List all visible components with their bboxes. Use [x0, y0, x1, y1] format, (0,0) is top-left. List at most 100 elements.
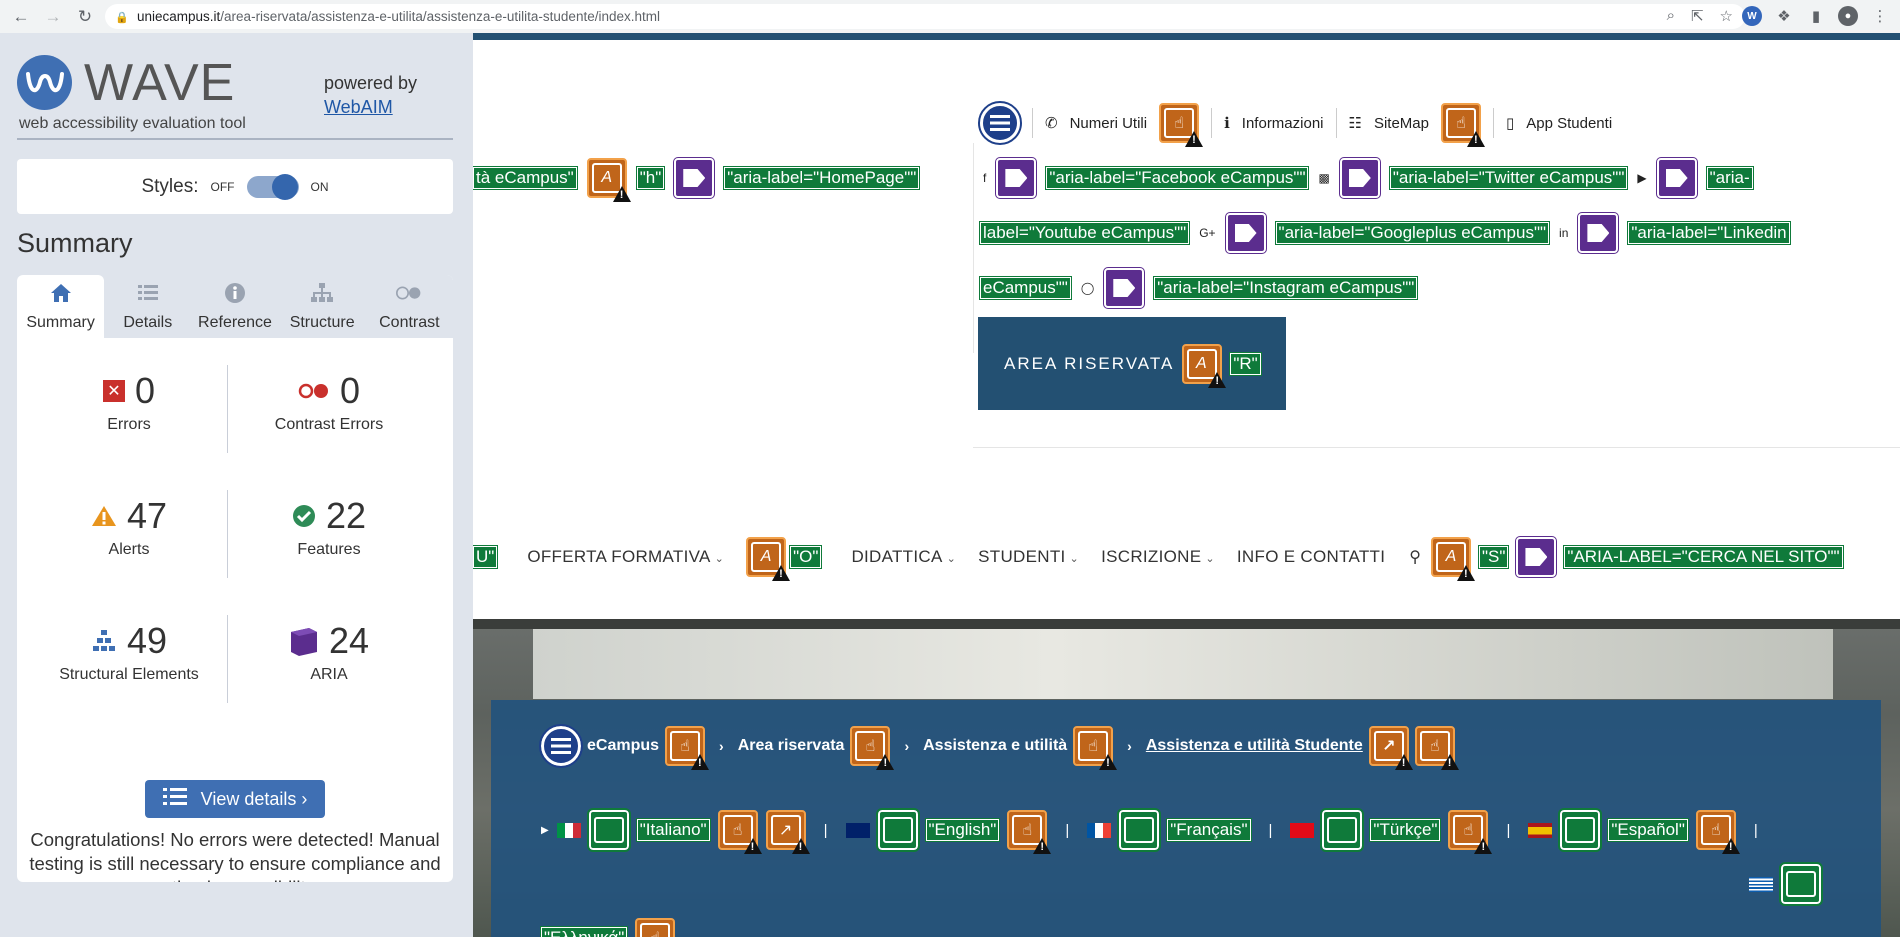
summary-panel: Summary Details Reference Structure Cont… — [17, 275, 453, 882]
area-riservata-button[interactable]: AREA RISERVATA A "R" — [978, 317, 1286, 410]
wave-feature-image-icon[interactable] — [1117, 808, 1162, 852]
webaim-link[interactable]: WebAIM — [324, 97, 393, 117]
share-icon[interactable]: ⇱ — [1690, 8, 1704, 25]
youtube-icon[interactable]: ▶ — [1637, 171, 1647, 185]
menu-offerta-formativa[interactable]: OFFERTA FORMATIVA⌄ — [527, 547, 724, 567]
link-numeri-utili[interactable]: Numeri Utili — [1069, 114, 1148, 132]
instagram-icon[interactable]: ◯ — [1080, 281, 1095, 295]
wave-feature-link-icon[interactable] — [586, 808, 631, 852]
stat-contrast-errors[interactable]: 0 Contrast Errors — [229, 370, 429, 434]
phone-icon: ✆ — [1045, 115, 1058, 132]
wave-alert-icon[interactable]: A — [1431, 537, 1475, 581]
wave-alert-icon[interactable]: ☝ — [717, 810, 762, 854]
address-bar[interactable]: 🔒 uniecampus.it/area-riservata/assistenz… — [105, 4, 1745, 29]
styles-toggle[interactable] — [246, 173, 299, 200]
youtube-aria-label: "aria- — [1705, 166, 1754, 190]
tab-summary[interactable]: Summary — [17, 275, 105, 338]
wave-alert-icon[interactable]: A — [586, 158, 631, 202]
menu-studenti[interactable]: STUDENTI⌄ — [978, 547, 1079, 567]
breadcrumb-area-riservata[interactable]: Area riservata — [737, 737, 845, 754]
aria-tag-icon[interactable] — [1103, 267, 1146, 309]
wave-alert-icon[interactable]: ☝ — [1440, 103, 1485, 147]
wave-alert-icon[interactable]: ☝ — [635, 918, 676, 937]
breadcrumb-ecampus[interactable]: eCampus — [587, 737, 660, 754]
lock-icon[interactable]: 🔒 — [115, 11, 129, 24]
stat-alerts[interactable]: 47 Alerts — [29, 495, 229, 559]
lang-espanol[interactable]: "Español" — [1607, 818, 1689, 842]
link-informazioni[interactable]: Informazioni — [1241, 114, 1324, 132]
bookmark-star-icon[interactable]: ☆ — [1719, 8, 1733, 25]
stat-features[interactable]: 22 Features — [229, 495, 429, 559]
flag-greece-icon — [1749, 876, 1773, 892]
wave-alert-icon[interactable]: ☝ — [665, 726, 710, 770]
aria-tag-icon[interactable] — [1224, 212, 1267, 254]
lang-francais[interactable]: "Français" — [1166, 818, 1252, 842]
aria-tag-icon[interactable] — [1515, 536, 1558, 578]
search-icon[interactable]: ⚲ — [1409, 549, 1421, 566]
tab-reference[interactable]: Reference — [191, 275, 278, 338]
wave-alert-icon[interactable]: ☝ — [1414, 726, 1459, 770]
flag-italy-icon — [556, 822, 581, 838]
divider — [1032, 108, 1033, 138]
wave-alert-icon[interactable]: A — [746, 537, 791, 581]
wave-alert-icon[interactable]: ↗ — [1368, 726, 1413, 770]
tab-structure[interactable]: Structure — [279, 275, 366, 338]
menu-info-contatti[interactable]: INFO E CONTATTI — [1236, 547, 1386, 566]
wave-feature-link-icon[interactable] — [875, 808, 920, 852]
wave-title: WAVE — [84, 54, 236, 112]
wave-alert-icon[interactable]: ☝ — [850, 726, 895, 770]
aria-tag-icon[interactable] — [1338, 157, 1381, 199]
wave-alert-icon[interactable]: A — [1182, 343, 1227, 388]
menu-iscrizione[interactable]: ISCRIZIONE⌄ — [1101, 547, 1215, 567]
aria-tag-icon[interactable] — [1655, 157, 1698, 199]
browser-nav: ← → ↻ — [0, 6, 96, 28]
lang-turkce[interactable]: "Türkçe" — [1369, 818, 1442, 842]
logo-alt-text[interactable]: tà eCampus" — [473, 166, 578, 190]
wave-extension-icon[interactable]: W — [1742, 6, 1762, 26]
wave-feature-link-icon[interactable] — [1558, 808, 1603, 852]
area-riservata-label: AREA RISERVATA — [1004, 353, 1175, 373]
facebook-icon[interactable]: f — [983, 171, 987, 185]
wave-alert-icon[interactable]: ☝ — [1007, 810, 1052, 854]
wave-alert-icon[interactable]: ☝ — [1695, 810, 1740, 854]
wave-alert-icon[interactable]: ↗ — [765, 810, 810, 854]
breadcrumb-assistenza[interactable]: Assistenza e utilità — [923, 737, 1068, 754]
wave-list-icon[interactable] — [978, 101, 1022, 145]
wave-feature-link-icon[interactable] — [1320, 808, 1365, 852]
h-label: "h" — [635, 166, 666, 190]
aria-tag-icon[interactable] — [1577, 212, 1620, 254]
stat-structural[interactable]: 49 Structural Elements — [29, 620, 229, 684]
puzzle-icon[interactable]: ❖ — [1777, 8, 1791, 25]
menu-label: OFFERTA FORMATIVA — [527, 547, 711, 566]
aria-tag-icon[interactable] — [995, 157, 1038, 199]
menu-didattica[interactable]: DIDATTICA⌄ — [851, 547, 956, 567]
tab-contrast[interactable]: Contrast — [366, 275, 453, 338]
kebab-menu-icon[interactable]: ⋮ — [1872, 8, 1888, 25]
stat-aria[interactable]: 24 ARIA — [229, 620, 429, 684]
twitter-icon[interactable]: ▩ — [1318, 171, 1330, 185]
stat-errors[interactable]: ✕0 Errors — [29, 370, 229, 434]
aria-tag-icon[interactable] — [673, 157, 716, 199]
lang-ellinika[interactable]: "Ελληνικά" — [539, 926, 629, 937]
googleplus-icon[interactable]: G+ — [1199, 226, 1216, 240]
wave-feature-link-icon[interactable] — [1779, 862, 1823, 906]
wave-alert-icon[interactable]: ☝ — [1448, 810, 1493, 854]
lang-english[interactable]: "English" — [924, 818, 1001, 842]
view-details-button[interactable]: View details › — [145, 780, 325, 818]
link-sitemap[interactable]: SiteMap — [1373, 114, 1429, 132]
wave-alert-icon[interactable]: ☝ — [1073, 726, 1118, 770]
link-app-studenti[interactable]: App Studenti — [1526, 114, 1613, 132]
back-icon[interactable]: ← — [12, 6, 30, 26]
zoom-icon[interactable]: ⌕ — [1666, 7, 1675, 24]
profile-avatar-icon[interactable]: ● — [1838, 6, 1858, 26]
wave-list-icon[interactable] — [539, 724, 583, 768]
breadcrumb-current[interactable]: Assistenza e utilità Studente — [1145, 737, 1363, 754]
tab-details[interactable]: Details — [104, 275, 191, 338]
wave-alert-icon[interactable]: ☝ — [1159, 103, 1204, 147]
sidepanel-icon[interactable]: ▮ — [1811, 8, 1821, 25]
forward-icon[interactable]: → — [44, 6, 62, 26]
reload-icon[interactable]: ↻ — [77, 6, 93, 26]
wave-subtitle: web accessibility evaluation tool — [19, 115, 246, 132]
linkedin-icon[interactable]: in — [1559, 226, 1569, 240]
lang-italiano[interactable]: "Italiano" — [635, 818, 711, 842]
